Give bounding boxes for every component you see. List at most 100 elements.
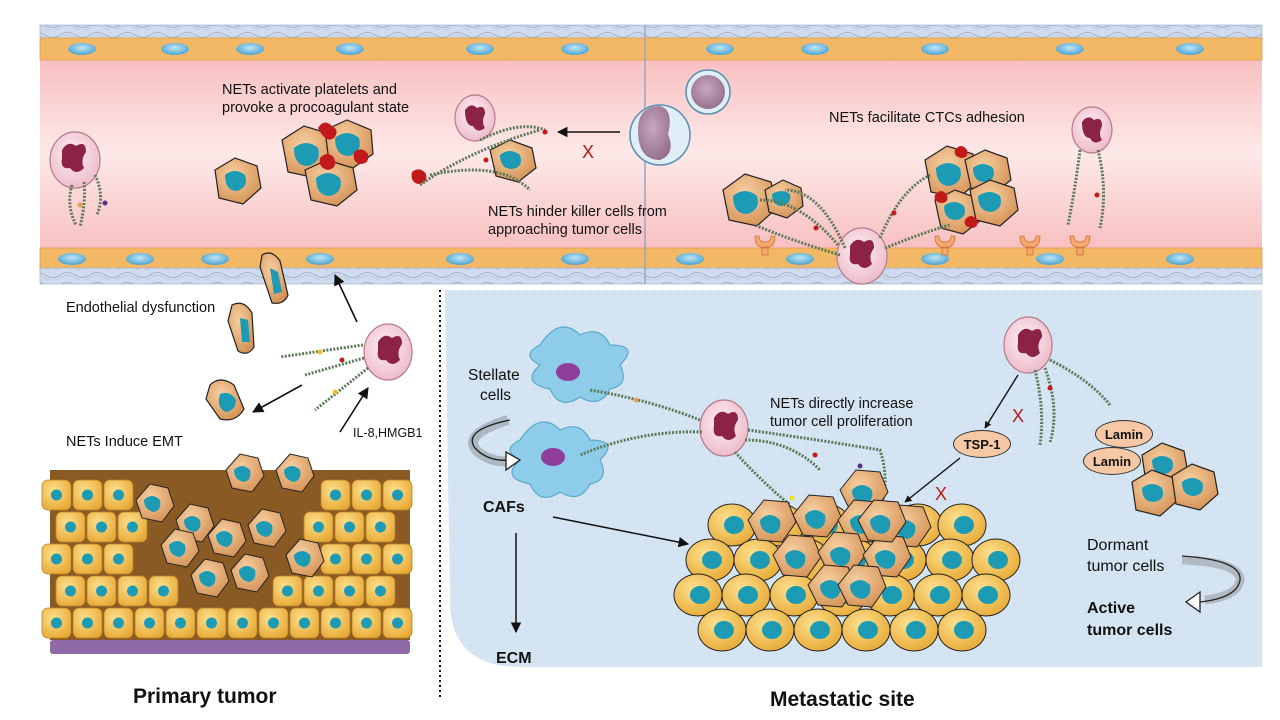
- tumor-nucleus: [714, 621, 734, 639]
- tumor-nucleus: [988, 551, 1008, 569]
- tumor-nucleus: [786, 586, 806, 604]
- lamin-badge-2: Lamin: [1083, 447, 1141, 475]
- epithelial-nucleus: [313, 585, 324, 597]
- platelet: [319, 154, 336, 170]
- epithelial-layer: [41, 479, 413, 639]
- dormant-tumor-cells: [1131, 442, 1219, 517]
- label-endothelial-dysfunction: Endothelial dysfunction: [66, 300, 216, 316]
- proliferating-nucleus: [760, 515, 781, 534]
- proliferating-nucleus: [830, 547, 851, 566]
- epithelial-nucleus: [361, 617, 372, 629]
- proliferating-nucleus: [875, 550, 896, 569]
- epithelial-nucleus: [127, 521, 138, 533]
- label-dormant-line2: tumor cells: [1087, 558, 1165, 575]
- neutrophil-tsp1: [1003, 316, 1112, 446]
- tumor-nucleus: [724, 516, 744, 534]
- tsp1-badge: TSP-1: [953, 430, 1011, 458]
- label-cytokines: IL-8,HMGB1: [353, 426, 423, 440]
- epithelial-nucleus: [375, 585, 386, 597]
- endothelial-nucleus: [1176, 43, 1204, 55]
- tumor-nucleus: [738, 586, 758, 604]
- epithelial-nucleus: [392, 553, 403, 565]
- epithelial-nucleus: [82, 553, 93, 565]
- epithelial-nucleus: [313, 521, 324, 533]
- epithelial-nucleus: [206, 617, 217, 629]
- primary-tumor-region: [41, 252, 413, 654]
- epithelial-nucleus: [330, 489, 341, 501]
- primary-tumor-title: Primary tumor: [133, 685, 277, 708]
- ctc-adhesion-scene: [722, 106, 1113, 285]
- arrow-caf-to-tumor: [552, 516, 690, 548]
- proliferating-nucleus: [785, 550, 806, 569]
- epithelial-nucleus: [51, 617, 62, 629]
- mesenchymal-nucleus: [239, 566, 256, 582]
- platelet-tumor-aggregate: [281, 119, 427, 207]
- endothelial-nucleus: [446, 253, 474, 265]
- epithelial-nucleus: [158, 585, 169, 597]
- endothelial-nucleus: [58, 253, 86, 265]
- endothelial-nucleus: [561, 253, 589, 265]
- metastatic-site-region: X X: [445, 290, 1262, 667]
- platelet: [964, 216, 978, 228]
- label-active-line1: Active: [1087, 600, 1136, 617]
- epithelial-nucleus: [113, 489, 124, 501]
- blood-vessel: [39, 24, 1263, 285]
- neutrophil-left-vessel: [49, 131, 108, 228]
- tumor-nucleus: [750, 551, 770, 569]
- arrow-tsp1-to-tumor: [904, 457, 961, 503]
- tsp1-blocked-mark-1: X: [1012, 406, 1024, 426]
- neutrophil-net-shield: [419, 94, 548, 192]
- epithelial-nucleus: [65, 585, 76, 597]
- epithelial-nucleus: [344, 585, 355, 597]
- neutrophil-primary: [279, 323, 413, 412]
- endothelial-nucleus: [161, 43, 189, 55]
- epithelial-nucleus: [330, 617, 341, 629]
- proliferating-nucleus: [850, 580, 871, 599]
- mesenchymal-nucleus: [234, 466, 251, 482]
- epithelial-nucleus: [268, 617, 279, 629]
- tumor-nucleus: [978, 586, 998, 604]
- label-stellate-line1: Stellate: [468, 367, 520, 384]
- migrating-tumor-cells: [205, 252, 289, 421]
- adhesion-receptor: [1069, 235, 1091, 256]
- tumor-nucleus: [954, 621, 974, 639]
- tumor-nucleus: [702, 551, 722, 569]
- mesenchymal-nucleus: [144, 496, 161, 512]
- epithelial-nucleus: [96, 521, 107, 533]
- platelet: [934, 191, 948, 203]
- stellate-cell: [529, 326, 629, 404]
- adhesion-receptor: [1019, 235, 1041, 256]
- label-cafs: CAFs: [483, 499, 525, 516]
- mesenchymal-nucleus: [199, 571, 216, 587]
- platelet: [318, 122, 337, 140]
- label-active-line2: tumor cells: [1087, 622, 1173, 639]
- circulating-tumor-cell: [214, 157, 262, 205]
- label-dormant-line1: Dormant: [1087, 537, 1149, 554]
- endothelial-nucleus: [466, 43, 494, 55]
- tumor-nucleus: [954, 516, 974, 534]
- epithelial-nucleus: [361, 553, 372, 565]
- label-nets-induce-emt: NETs Induce EMT: [66, 434, 183, 450]
- epithelial-nucleus: [361, 489, 372, 501]
- tumor-nucleus: [858, 621, 878, 639]
- tsp1-blocked-mark-2: X: [935, 484, 947, 504]
- epithelial-nucleus: [392, 617, 403, 629]
- adhesion-receptor: [754, 235, 776, 256]
- label-hinder-line2: approaching tumor cells: [488, 222, 642, 238]
- endothelial-nucleus: [786, 253, 814, 265]
- lamin-badge-1: Lamin: [1095, 420, 1153, 448]
- tumor-nucleus: [762, 621, 782, 639]
- epithelial-nucleus: [175, 617, 186, 629]
- label-procoagulant-line2: provoke a procoagulant state: [222, 100, 410, 116]
- proliferating-nucleus: [820, 580, 841, 599]
- mesenchymal-nucleus: [256, 521, 273, 537]
- tumor-nucleus: [810, 621, 830, 639]
- epithelial-nucleus: [51, 553, 62, 565]
- mesenchymal-nucleus: [216, 531, 233, 547]
- proliferating-nucleus: [805, 510, 826, 529]
- adhesion-receptor: [934, 235, 956, 256]
- epithelial-nucleus: [344, 521, 355, 533]
- mesenchymal-nucleus: [169, 541, 186, 557]
- endothelial-nucleus: [126, 253, 154, 265]
